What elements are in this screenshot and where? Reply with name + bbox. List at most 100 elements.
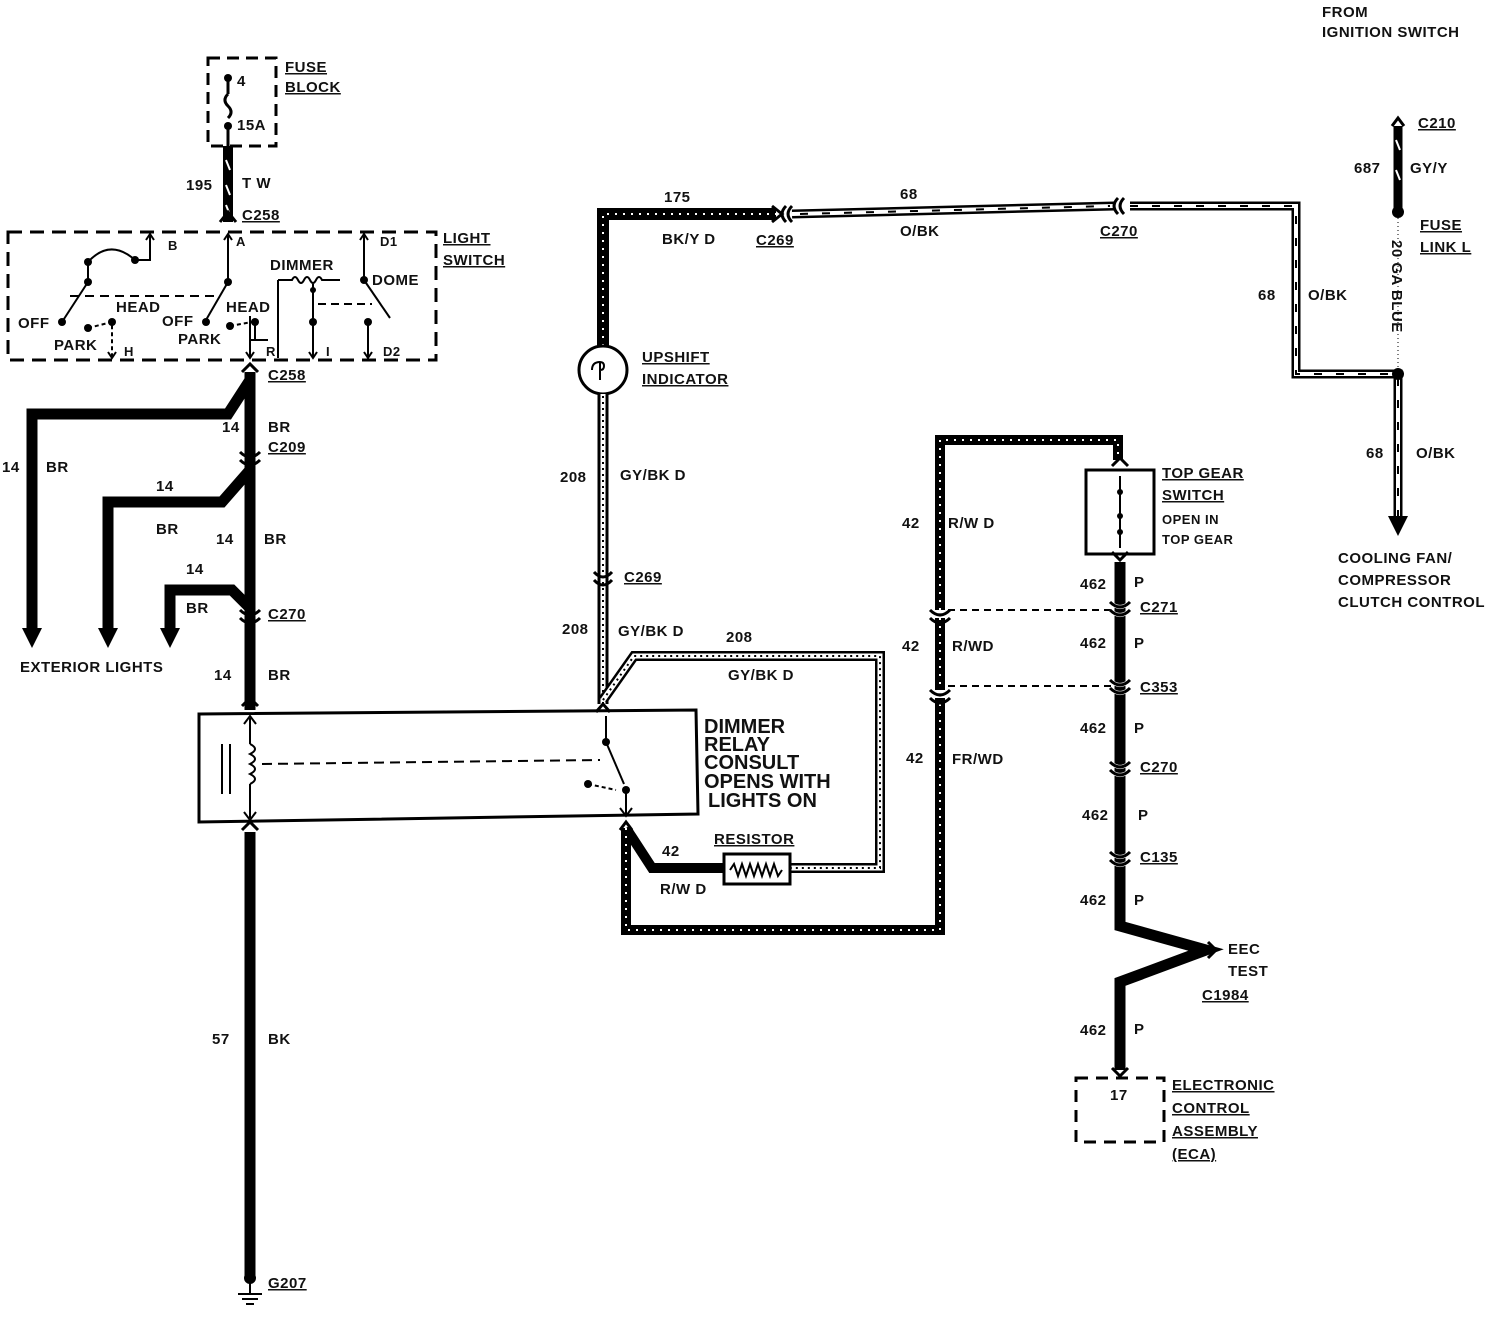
ls-terminal-r: R <box>266 344 276 359</box>
wire-208-color-c: GY/BK D <box>728 667 794 684</box>
wire-br-label-c: BR <box>264 531 287 548</box>
connector-c270-left: C270 <box>268 606 306 623</box>
upshift-label-2: INDICATOR <box>642 371 728 388</box>
connector-c270-right: C270 <box>1140 759 1178 776</box>
ls-off-label-1: OFF <box>18 315 50 332</box>
eca-label-2: CONTROL <box>1172 1100 1250 1117</box>
cooling-label-3: CLUTCH CONTROL <box>1338 594 1485 611</box>
wire-195-color: T W <box>242 175 271 192</box>
relay-label-4: OPENS WITH <box>704 771 831 793</box>
fuse-block <box>206 56 278 148</box>
light-switch-label-2: SWITCH <box>443 252 505 269</box>
wire-208-number-b: 208 <box>562 621 589 638</box>
wire-14-label-c: 14 <box>216 531 234 548</box>
wire-42-color-a: R/W D <box>948 515 995 532</box>
wire-462-color-b: P <box>1134 635 1145 652</box>
resistor <box>722 852 792 886</box>
connector-c269-top: C269 <box>756 232 794 249</box>
eec-test-label-2: TEST <box>1228 963 1268 980</box>
ls-terminal-d1: D1 <box>380 234 398 249</box>
fuse-link-label-2: LINK L <box>1420 239 1471 256</box>
connector-c135: C135 <box>1140 849 1178 866</box>
top-gear-label-2: SWITCH <box>1162 487 1224 504</box>
wire-42-color-b: R/WD <box>952 638 994 655</box>
wire-175 <box>597 204 794 346</box>
top-gear-label-3: OPEN IN <box>1162 512 1219 527</box>
wire-42-color-res: R/W D <box>660 881 707 898</box>
wire-175-number: 175 <box>664 189 691 206</box>
fuse-rating: 15A <box>237 117 266 134</box>
top-gear-switch <box>1084 455 1156 563</box>
wire-462-number-d: 462 <box>1082 807 1109 824</box>
wire-14-label-b: 14 <box>156 478 174 495</box>
relay-label-2: RELAY <box>704 734 771 756</box>
ls-head-label-1: HEAD <box>116 299 161 316</box>
upshift-label-1: UPSHIFT <box>642 349 710 366</box>
connector-c1984: C1984 <box>1202 987 1249 1004</box>
fuse-number: 4 <box>237 73 246 90</box>
wire-42-number-a: 42 <box>902 515 920 532</box>
connector-c258-top: C258 <box>242 207 280 224</box>
wire-68 <box>791 196 1408 536</box>
connector-c353: C353 <box>1140 679 1178 696</box>
light-switch-label-1: LIGHT <box>443 230 491 247</box>
wire-57-bk <box>240 819 260 1284</box>
eca-label-3: ASSEMBLY <box>1172 1123 1258 1140</box>
wire-br-label-d: BR <box>186 600 209 617</box>
fuse-block-label-2: BLOCK <box>285 79 341 96</box>
wire-14-label-left: 14 <box>2 459 20 476</box>
wire-42-color-c: FR/WD <box>952 751 1004 768</box>
wire-208-number-a: 208 <box>560 469 587 486</box>
ls-terminal-h: H <box>124 344 134 359</box>
wire-42-number-c: 42 <box>906 750 924 767</box>
wire-14-br <box>22 361 262 710</box>
connector-c209: C209 <box>268 439 306 456</box>
ls-terminal-d2: D2 <box>383 344 401 359</box>
wire-687-number: 687 <box>1354 160 1381 177</box>
wire-68-number-right: 68 <box>1258 287 1276 304</box>
wire-462-color-c: P <box>1134 720 1145 737</box>
ls-terminal-i: I <box>326 344 330 359</box>
wire-68-color-top: O/BK <box>900 223 940 240</box>
eca-label-4: (ECA) <box>1172 1146 1216 1163</box>
connector-c269-mid: C269 <box>624 569 662 586</box>
connector-c270-top: C270 <box>1100 223 1138 240</box>
wire-68-number-top: 68 <box>900 186 918 203</box>
wire-462-color-d: P <box>1138 807 1149 824</box>
wire-14-label-a: 14 <box>222 419 240 436</box>
wire-14-label-d: 14 <box>186 561 204 578</box>
wire-462-number-f: 462 <box>1080 1022 1107 1039</box>
wire-68-color-right: O/BK <box>1308 287 1348 304</box>
wire-57-color: BK <box>268 1031 291 1048</box>
relay-label-3: CONSULT <box>704 752 799 774</box>
upshift-indicator-lamp <box>577 344 629 396</box>
wire-br-label-left: BR <box>46 459 69 476</box>
exterior-lights-label: EXTERIOR LIGHTS <box>20 659 163 676</box>
ls-off-label-2: OFF <box>162 313 194 330</box>
wire-462-color-a: P <box>1134 574 1145 591</box>
wire-br-label-e: BR <box>268 667 291 684</box>
eca-pin-number: 17 <box>1110 1087 1128 1104</box>
ls-dimmer-label: DIMMER <box>270 257 334 274</box>
wire-462-color-e: P <box>1134 892 1145 909</box>
wire-462-number-a: 462 <box>1080 576 1107 593</box>
eec-test-label-1: EEC <box>1228 941 1260 958</box>
connector-c258-bottom: C258 <box>268 367 306 384</box>
ls-terminal-a: A <box>236 234 246 249</box>
wire-208-number-c: 208 <box>726 629 753 646</box>
wire-687-color: GY/Y <box>1410 160 1448 177</box>
wire-462-color-f: P <box>1134 1021 1145 1038</box>
wire-42 <box>618 435 1123 935</box>
wire-462-number-b: 462 <box>1080 635 1107 652</box>
fuse-link-label-1: FUSE <box>1420 217 1462 234</box>
light-switch <box>6 230 438 362</box>
ls-park-label-1: PARK <box>54 337 97 354</box>
wire-br-label-a: BR <box>268 419 291 436</box>
connector-c271: C271 <box>1140 599 1178 616</box>
eca-module <box>1074 1076 1166 1144</box>
wire-208-color-a: GY/BK D <box>620 467 686 484</box>
cooling-label-2: COMPRESSOR <box>1338 572 1451 589</box>
resistor-label: RESISTOR <box>714 831 794 848</box>
wire-195 <box>218 146 238 223</box>
